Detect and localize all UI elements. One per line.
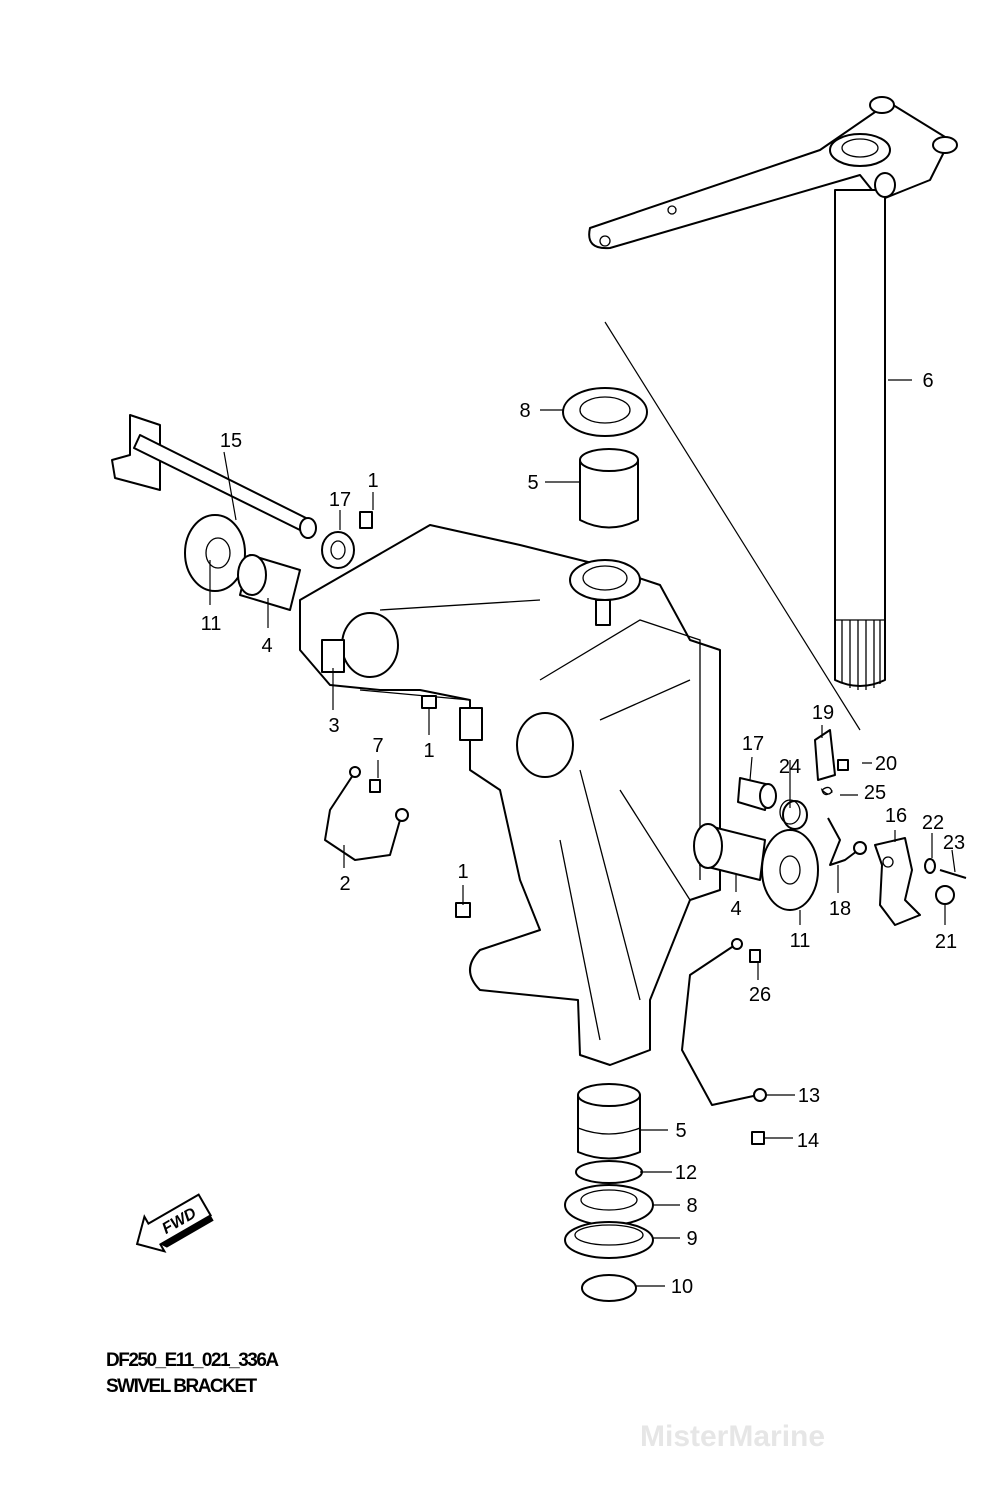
callout-1[interactable]: 1 (457, 861, 468, 883)
callout-26[interactable]: 26 (749, 984, 771, 1006)
callout-1[interactable]: 1 (367, 470, 378, 492)
callout-20[interactable]: 20 (875, 753, 897, 775)
callout-25[interactable]: 25 (864, 782, 886, 804)
leader-lines (209, 379, 956, 1287)
callout-8[interactable]: 8 (519, 400, 530, 422)
watermark-text: MisterMarine (640, 1420, 826, 1453)
callout-12[interactable]: 12 (675, 1162, 697, 1184)
part-25-spring[interactable] (820, 786, 833, 796)
callout-14[interactable]: 14 (797, 1130, 819, 1152)
part-16-bracket[interactable] (874, 837, 921, 926)
callout-4[interactable]: 4 (261, 635, 272, 657)
part-6-steering-shaft[interactable] (588, 96, 958, 690)
swivel-bracket-body[interactable] (299, 524, 721, 1066)
part-13-ground-wire[interactable] (681, 938, 767, 1145)
part-5-bushing-upper[interactable] (579, 448, 639, 529)
part-12-ring[interactable] (575, 1160, 643, 1184)
callout-21[interactable]: 21 (935, 931, 957, 953)
part-4-bushing-left[interactable] (237, 554, 301, 611)
callout-6[interactable]: 6 (922, 370, 933, 392)
part-1-grease-nipple[interactable] (359, 511, 471, 918)
part-10-snap-ring[interactable] (581, 1274, 637, 1302)
callout-8[interactable]: 8 (686, 1195, 697, 1217)
callout-11[interactable]: 11 (201, 613, 222, 635)
diagram-code: DF250_E11_021_336A (106, 1350, 279, 1371)
part-8-washer-upper[interactable] (562, 387, 648, 437)
part-24-spring[interactable] (779, 799, 808, 830)
alignment-line (604, 321, 861, 731)
callout-7[interactable]: 7 (372, 735, 383, 757)
part-21-nut-22-23[interactable] (924, 858, 967, 905)
part-11-washer-right[interactable] (761, 829, 819, 911)
callout-13[interactable]: 13 (798, 1085, 820, 1107)
callout-4[interactable]: 4 (730, 898, 741, 920)
callout-22[interactable]: 22 (922, 812, 944, 834)
part-17-collar-left[interactable] (321, 531, 355, 569)
fwd-arrow-icon: FWD (135, 1193, 214, 1253)
callout-1[interactable]: 1 (423, 740, 434, 762)
diagram-title: SWIVEL BRACKET (106, 1376, 257, 1397)
callout-16[interactable]: 16 (885, 805, 907, 827)
part-17-collar-right[interactable] (737, 777, 777, 811)
callout-23[interactable]: 23 (943, 832, 965, 854)
part-19-clip[interactable] (814, 729, 849, 781)
callout-19[interactable]: 19 (812, 702, 834, 724)
callout-24[interactable]: 24 (779, 756, 801, 778)
part-11-washer-left[interactable] (184, 514, 246, 592)
callout-18[interactable]: 18 (829, 898, 851, 920)
callout-5[interactable]: 5 (675, 1120, 686, 1142)
part-18-lever[interactable] (827, 817, 867, 866)
part-5-bushing-lower[interactable] (577, 1083, 641, 1160)
callouts: 1 1 1 2 3 4 4 5 5 6 7 8 8 9 10 11 11 12 … (201, 370, 966, 1298)
callout-9[interactable]: 9 (686, 1228, 697, 1250)
callout-17[interactable]: 17 (329, 489, 351, 511)
part-15-tilt-pin[interactable] (111, 414, 317, 539)
part-2-ground-wire[interactable] (324, 766, 409, 861)
callout-2[interactable]: 2 (339, 873, 350, 895)
callout-3[interactable]: 3 (328, 715, 339, 737)
callout-15[interactable]: 15 (220, 430, 242, 452)
part-9-washer[interactable] (564, 1221, 654, 1259)
part-4-bushing-right[interactable] (693, 823, 766, 881)
part-8-washer-lower[interactable] (564, 1184, 654, 1226)
callout-17[interactable]: 17 (742, 733, 764, 755)
callout-10[interactable]: 10 (671, 1276, 693, 1298)
callout-5[interactable]: 5 (527, 472, 538, 494)
callout-11[interactable]: 11 (790, 930, 811, 952)
